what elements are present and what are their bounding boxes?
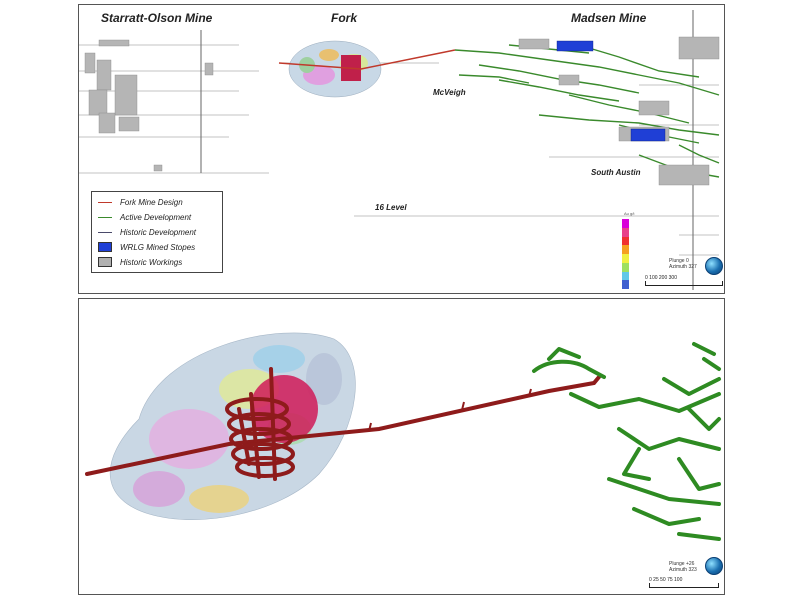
mcveigh-label: McVeigh	[433, 88, 466, 97]
orientation-readout: Plunge 0 Azimuth 327	[669, 258, 697, 270]
legend-label: WRLG Mined Stopes	[120, 242, 196, 252]
overview-section-drawing	[79, 10, 720, 290]
scale-bar	[649, 583, 719, 588]
wrlg-mined-stopes	[556, 40, 666, 142]
colorbar-segment	[622, 254, 629, 263]
azimuth-text: Azimuth 323	[669, 567, 697, 573]
madsen-historic-workings	[518, 36, 720, 186]
colorbar-segment	[622, 245, 629, 254]
colorbar-title: Au g/t	[624, 211, 635, 216]
colorbar-segment	[622, 227, 629, 237]
scale-bar-ticks: 0 100 200 300	[645, 275, 677, 281]
legend: Fork Mine Design Active Development Hist…	[91, 191, 223, 273]
colorbar-segment	[622, 271, 629, 281]
colorbar-segment	[622, 219, 629, 228]
fork-zoom-panel: Plunge +26 Azimuth 323 0 25 50 75 100	[78, 298, 725, 595]
legend-item-active-development: Active Development	[98, 211, 191, 223]
level-16-label: 16 Level	[375, 203, 407, 212]
historic-workings-swatch	[98, 257, 112, 267]
fork-design-swatch	[98, 201, 112, 203]
colorbar-segment	[622, 236, 629, 246]
starratt-olson-title: Starratt-Olson Mine	[101, 11, 213, 25]
legend-label: Active Development	[120, 212, 192, 222]
south-austin-label: South Austin	[591, 168, 641, 177]
scale-bar	[645, 281, 723, 286]
fork-design-ramp	[278, 49, 456, 70]
legend-item-wrlg-stopes: WRLG Mined Stopes	[98, 241, 195, 253]
plunge-text: Plunge 0	[669, 258, 689, 264]
legend-label: Historic Development	[120, 227, 197, 237]
scale-bar-ticks: 0 25 50 75 100	[649, 577, 683, 583]
fork-block-model-3d	[109, 332, 356, 520]
fork-title: Fork	[331, 11, 358, 25]
grade-colorbar	[622, 219, 629, 289]
plunge-text: Plunge +26	[669, 561, 695, 567]
fork-design-3d	[85, 367, 601, 481]
legend-label: Historic Workings	[120, 257, 183, 267]
wrlg-stopes-swatch	[98, 242, 112, 252]
legend-item-historic-workings: Historic Workings	[98, 256, 182, 268]
starratt-historic-workings	[84, 39, 214, 172]
fork-block-model	[288, 40, 382, 98]
colorbar-segment	[622, 280, 629, 289]
historic-development-swatch	[98, 231, 112, 233]
legend-label: Fork Mine Design	[120, 197, 183, 207]
colorbar-segment	[622, 262, 629, 272]
madsen-mine-title: Madsen Mine	[571, 11, 647, 25]
fork-3d-drawing	[85, 332, 721, 541]
legend-item-fork-design: Fork Mine Design	[98, 196, 183, 208]
madsen-active-development-3d	[532, 342, 721, 541]
azimuth-text: Azimuth 327	[669, 264, 697, 270]
orientation-readout-bottom: Plunge +26 Azimuth 323	[669, 561, 697, 573]
globe-icon	[705, 257, 723, 275]
globe-icon	[705, 557, 723, 575]
active-development-swatch	[98, 216, 112, 218]
overview-section-panel: Starratt-Olson Mine Fork Madsen Mine McV…	[78, 4, 725, 294]
ramp-remucks	[368, 388, 532, 432]
legend-item-historic-development: Historic Development	[98, 226, 196, 238]
